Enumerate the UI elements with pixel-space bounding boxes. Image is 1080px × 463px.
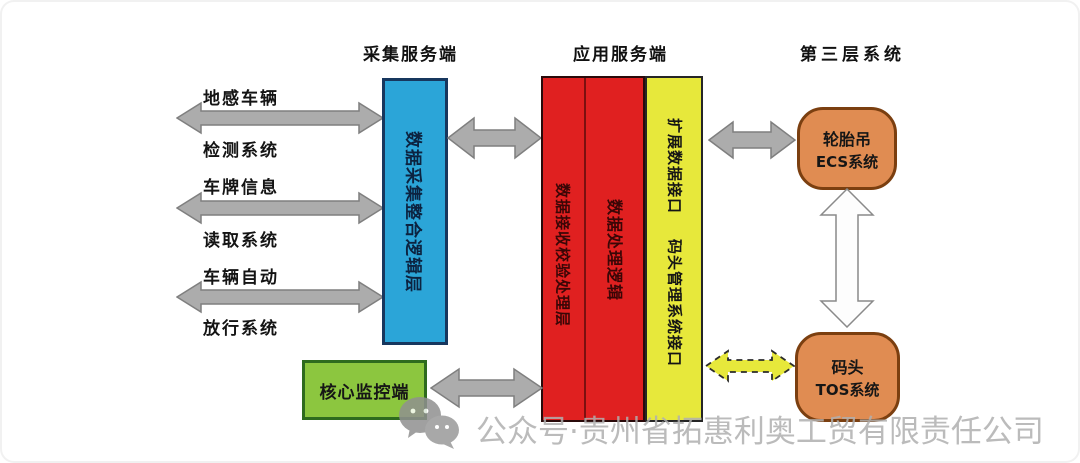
label-detection-system: 检测系统 xyxy=(203,141,279,161)
arrow-interface-to-ecs xyxy=(708,120,796,160)
red-application-box xyxy=(541,76,645,422)
blue-collection-layer-label: 数据采集整合逻辑层 xyxy=(402,131,423,293)
label-release-system: 放行系统 xyxy=(203,319,279,339)
red-receive-layer-label: 数据接收校验处理层 xyxy=(553,182,572,328)
blue-collection-layer-box xyxy=(382,78,448,345)
arrow-monitor-to-application xyxy=(430,367,543,409)
ecs-node-line2: ECS系统 xyxy=(815,152,879,171)
tos-system-node: 码头 TOS系统 xyxy=(795,332,900,422)
tos-interface-label: 码头管理系统接口 xyxy=(665,238,684,368)
ext-data-interface-label: 扩展数据接口 xyxy=(665,117,684,215)
header-third-layer-system: 第三层系统 xyxy=(800,45,905,65)
header-collection-server: 采集服务端 xyxy=(363,45,458,65)
label-reading-system: 读取系统 xyxy=(203,231,279,251)
ecs-system-node: 轮胎吊 ECS系统 xyxy=(797,107,897,190)
header-application-server: 应用服务端 xyxy=(573,45,668,65)
arrow-plate-to-collection xyxy=(176,191,384,225)
tos-node-line1: 码头 xyxy=(831,358,864,377)
red-process-logic-label: 数据处理逻辑 xyxy=(605,198,624,302)
arrow-ecs-to-tos xyxy=(819,188,875,328)
red-column-divider xyxy=(584,78,586,420)
watermark-text: 公众号·贵州省拓惠利奥工贸有限责任公司 xyxy=(476,414,1044,450)
arrow-release-to-collection xyxy=(176,280,384,314)
label-ground-sense-vehicle: 地感车辆 xyxy=(203,89,279,109)
label-plate-info: 车牌信息 xyxy=(203,178,279,198)
arrow-interface-to-tos-dashed xyxy=(705,349,795,383)
label-vehicle-auto: 车辆自动 xyxy=(203,268,279,288)
arrow-collection-to-application xyxy=(447,116,542,160)
wechat-icon xyxy=(399,397,459,449)
ecs-node-line1: 轮胎吊 xyxy=(822,129,871,149)
tos-node-line2: TOS系统 xyxy=(815,381,880,399)
core-monitor-label: 核心监控端 xyxy=(319,382,410,403)
yellow-interface-box xyxy=(645,76,703,422)
arrow-detection-to-collection xyxy=(176,101,384,135)
